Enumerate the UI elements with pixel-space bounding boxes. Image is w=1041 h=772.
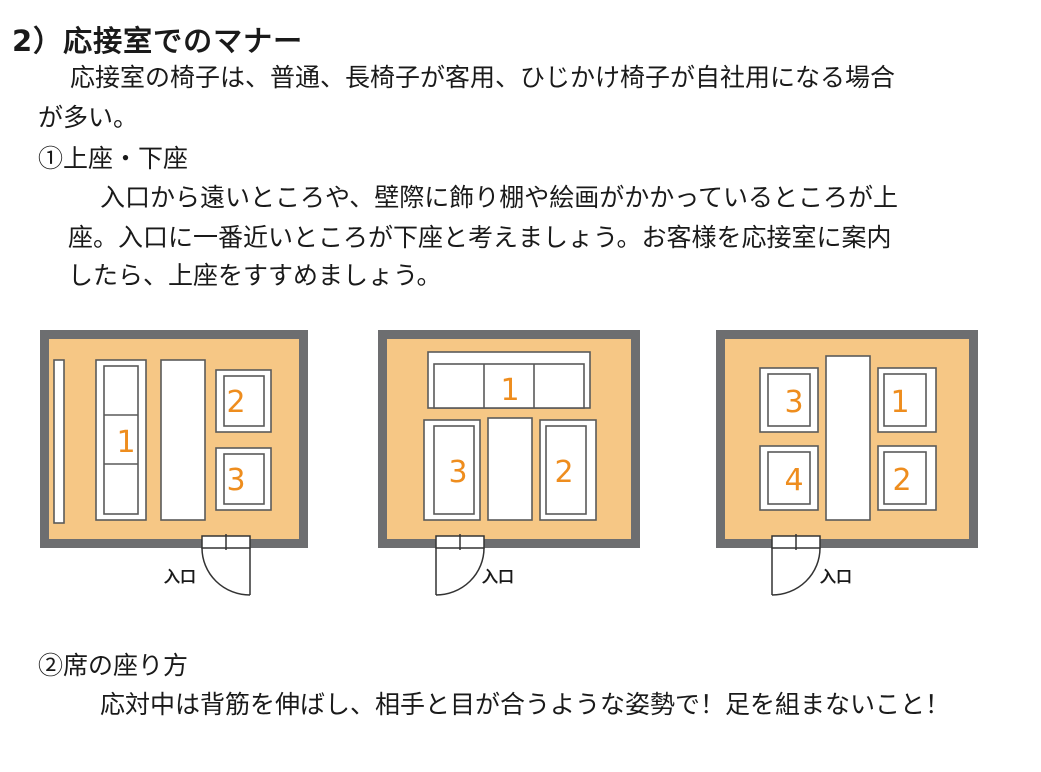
door — [201, 534, 251, 596]
armchair — [215, 369, 272, 433]
seat-number: 2 — [226, 385, 245, 420]
door — [771, 534, 821, 596]
sofa — [427, 351, 591, 409]
seat-number: 3 — [448, 455, 467, 490]
seat-number: 2 — [554, 455, 573, 490]
seat-number: 2 — [892, 463, 911, 498]
coffee-table — [487, 417, 533, 521]
section-heading: 2）応接室でのマナー — [12, 24, 304, 58]
posture-line-1: 応対中は背筋を伸ばし、相手と目が合うような姿勢で！足を組まないこと！ — [100, 690, 951, 719]
intro-line-2: が多い。 — [38, 103, 139, 132]
coffee-table — [160, 359, 206, 521]
seating-line-2: 座。入口に一番近いところが下座と考えましょう。お客様を応接室に案内 — [68, 223, 892, 252]
sofa — [95, 359, 147, 521]
seat-number: 1 — [890, 385, 909, 420]
intro-line-1: 応接室の椅子は、普通、長椅子が客用、ひじかけ椅子が自社用になる場合 — [70, 63, 896, 92]
armchair — [877, 445, 937, 511]
door — [435, 534, 485, 596]
seat-number: 3 — [226, 463, 245, 498]
room-diagram-1: 1 2 3 入口 — [40, 330, 310, 600]
seat-number: 3 — [784, 385, 803, 420]
seat-number: 4 — [784, 463, 803, 498]
room-diagram-3: 3 1 4 2 入口 — [716, 330, 986, 600]
armchair — [877, 367, 937, 433]
entrance-label: 入口 — [820, 567, 852, 586]
armchair — [759, 445, 819, 511]
seat-number: 1 — [500, 373, 519, 408]
entrance-label: 入口 — [164, 567, 196, 586]
armchair — [215, 447, 272, 511]
armchair — [759, 367, 819, 433]
seating-line-3: したら、上座をすすめましょう。 — [68, 261, 442, 290]
armchair — [423, 419, 481, 521]
coffee-table — [825, 355, 871, 521]
seating-line-1: 入口から遠いところや、壁際に飾り棚や絵画がかかっているところが上 — [100, 183, 899, 212]
wall-shelf — [53, 359, 65, 524]
subsection-title-posture: ②席の座り方 — [38, 651, 189, 680]
entrance-label: 入口 — [482, 567, 514, 586]
armchair — [539, 419, 597, 521]
room-diagram-2: 1 3 2 入口 — [378, 330, 648, 600]
subsection-title-seating: ①上座・下座 — [38, 144, 189, 173]
seat-number: 1 — [116, 425, 135, 460]
